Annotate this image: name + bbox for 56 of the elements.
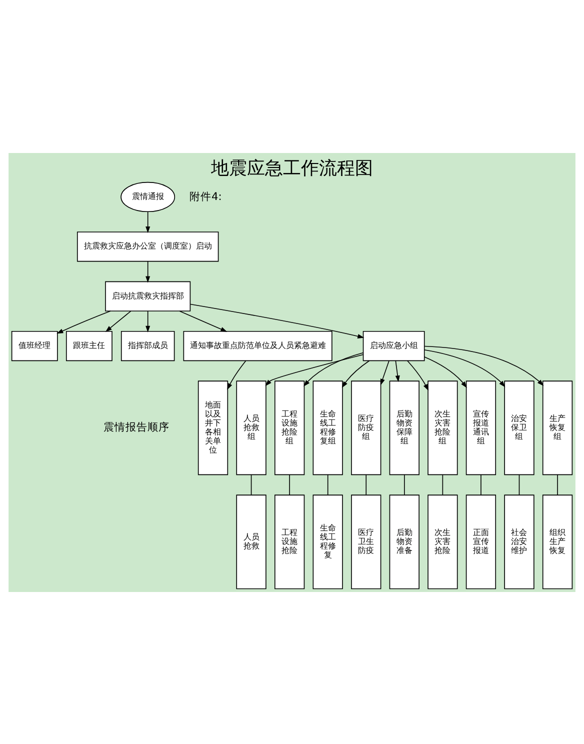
- node-box: 正面宣传报道: [466, 494, 496, 589]
- node-box: 医疗卫生防疫: [351, 494, 382, 589]
- node-box: 治安保卫组: [504, 380, 534, 475]
- arrow: [424, 356, 467, 388]
- diagram-title: 地震应急工作流程图: [211, 157, 373, 178]
- arrow: [146, 310, 150, 332]
- node-box: 工程设施抢险组: [274, 380, 305, 475]
- arrow: [190, 303, 364, 338]
- arrow: [265, 354, 364, 386]
- arrow: [146, 210, 150, 233]
- node-box: 医疗防疫组: [351, 380, 382, 475]
- arrow: [105, 310, 132, 332]
- node-box: 生命线工程修复: [312, 494, 343, 589]
- connector: [557, 474, 558, 495]
- label: 附件4:: [190, 190, 222, 202]
- node-box: 生产恢复组: [542, 380, 573, 475]
- node-box: 组织生产恢复: [542, 494, 573, 589]
- arrow: [227, 360, 246, 390]
- connector: [327, 474, 328, 495]
- node-box: 次生灾害抢险: [428, 494, 458, 589]
- node-box: 工程设施抢险: [274, 494, 305, 589]
- arrow: [179, 310, 228, 332]
- arrow: [407, 360, 429, 390]
- arrow: [56, 310, 111, 334]
- node-box: 次生灾害抢险组: [428, 380, 458, 475]
- connector: [518, 474, 520, 495]
- node-box: 宣传报道通讯组: [466, 380, 496, 475]
- arrow: [304, 352, 364, 386]
- node-box: 人员抢救组: [236, 380, 266, 475]
- node-box: 指挥部成员: [120, 330, 175, 361]
- node-box: 后勤物资准备: [389, 494, 420, 589]
- connector: [366, 474, 367, 495]
- arrow: [146, 260, 150, 282]
- connector: [289, 474, 290, 495]
- connector: [442, 474, 444, 495]
- arrow: [380, 360, 390, 385]
- node-box: 生命线工程修复组: [312, 380, 343, 475]
- node-box: 通知事故重点防范单位及人员紧急避难: [183, 330, 332, 361]
- node-box: 地面以及井下各相关单位: [198, 380, 228, 475]
- label: 震情报告顺序: [103, 421, 170, 434]
- arrow: [342, 360, 370, 388]
- arrow: [395, 360, 400, 382]
- node-box: 抗震救灾应急办公室（调度室）启动: [76, 231, 219, 262]
- node-box: 人员抢救: [236, 494, 266, 589]
- connector: [404, 474, 405, 495]
- node-box: 值班经理: [11, 330, 58, 361]
- connector: [250, 474, 252, 495]
- arrow: [424, 348, 506, 387]
- node-box: 跟班主任: [66, 330, 112, 361]
- node-box: 启动应急小组: [362, 330, 425, 361]
- node-box: 后勤物资保障组: [389, 380, 420, 475]
- node-ellipse: 震情通报: [120, 181, 176, 212]
- node-box: 社会治安维护: [504, 494, 534, 589]
- connector: [480, 474, 482, 495]
- arrow: [424, 345, 544, 386]
- node-box: 启动抗震救灾指挥部: [105, 280, 191, 311]
